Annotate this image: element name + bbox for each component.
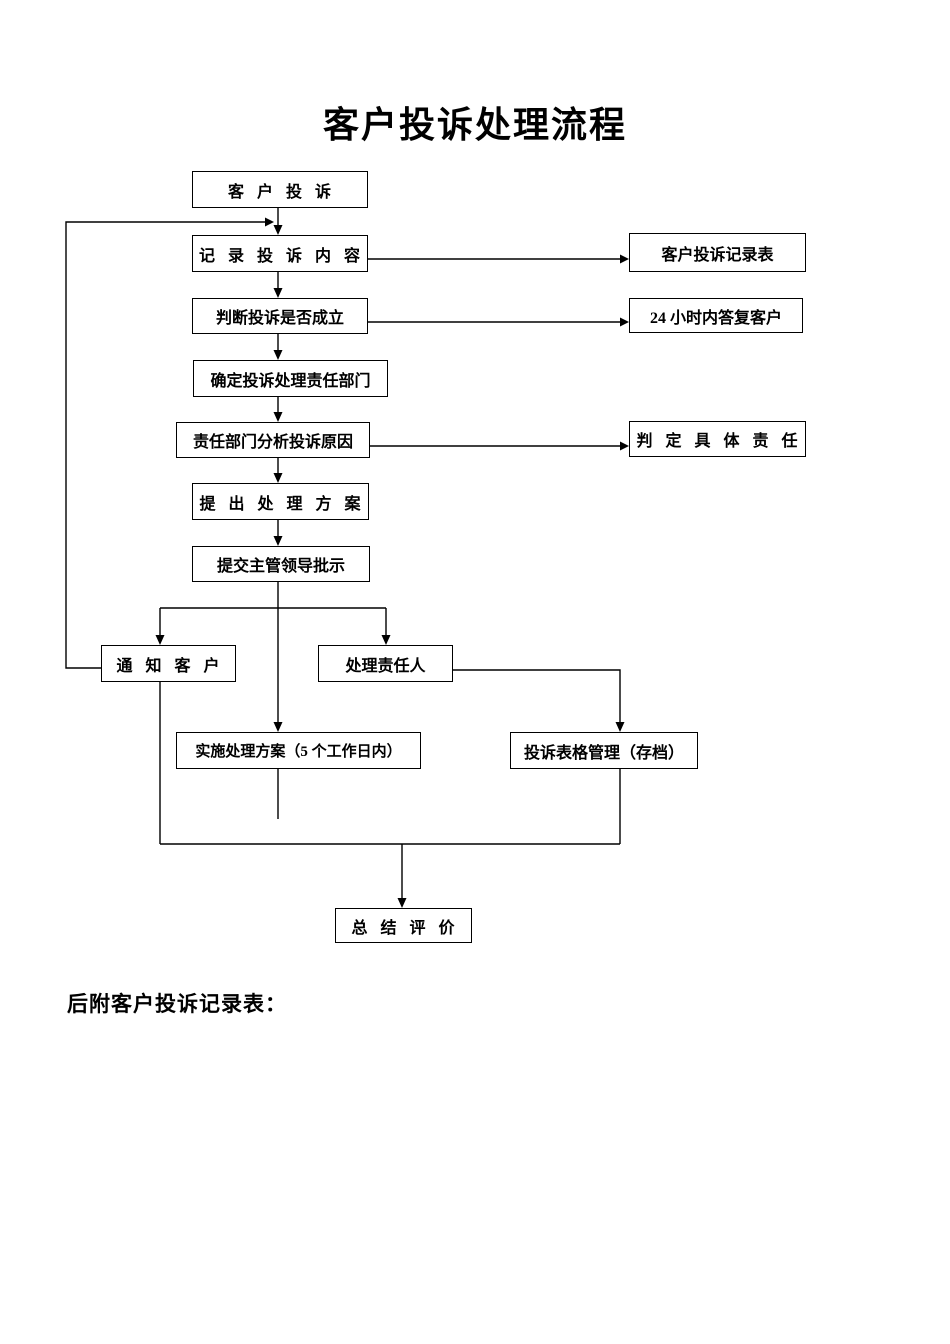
- connector-branch-to-notify-and-handler: [155, 607, 391, 645]
- connector-to-summary: [397, 844, 407, 908]
- connector-record-to-judge: [273, 272, 283, 298]
- node-complaint-form-archive: 投诉表格管理（存档）: [510, 732, 698, 769]
- node-implement-plan-5-working-days: 实施处理方案（5 个工作日内）: [176, 732, 421, 769]
- node-propose-handling-plan: 提 出 处 理 方 案: [192, 483, 369, 520]
- connector-complaint-to-record: [273, 208, 283, 235]
- node-submit-for-leader-approval: 提交主管领导批示: [192, 546, 370, 582]
- connector-judge-to-dept: [273, 334, 283, 360]
- connector-submit-to-implement: [273, 582, 283, 732]
- node-determine-specific-responsibility: 判 定 具 体 责 任: [629, 421, 806, 457]
- connector-record-to-form: [368, 254, 629, 264]
- node-reply-within-24h: 24 小时内答复客户: [629, 298, 803, 333]
- node-notify-customer: 通 知 客 户: [101, 645, 236, 682]
- node-handling-responsible-person: 处理责任人: [318, 645, 453, 682]
- connector-analyze-to-responsibility: [370, 441, 629, 451]
- node-record-complaint-content: 记 录 投 诉 内 容: [192, 235, 368, 272]
- connector-handler-to-form-management: [453, 669, 625, 732]
- connector-feedback-loop: [65, 217, 274, 669]
- node-complaint-record-form: 客户投诉记录表: [629, 233, 806, 272]
- footer-note: 后附客户投诉记录表：: [67, 992, 287, 1016]
- connector-analyze-to-propose: [273, 458, 283, 483]
- connector-propose-to-submit: [273, 520, 283, 546]
- node-customer-complaint: 客 户 投 诉: [192, 171, 368, 208]
- node-judge-complaint-validity: 判断投诉是否成立: [192, 298, 368, 334]
- node-summary-evaluation: 总 结 评 价: [335, 908, 472, 943]
- node-analyze-complaint-cause: 责任部门分析投诉原因: [176, 422, 370, 458]
- connector-dept-to-analyze: [273, 397, 283, 422]
- page-title: 客户投诉处理流程: [322, 105, 627, 145]
- node-determine-responsible-dept: 确定投诉处理责任部门: [193, 360, 388, 397]
- connector-judge-to-reply24h: [368, 317, 629, 327]
